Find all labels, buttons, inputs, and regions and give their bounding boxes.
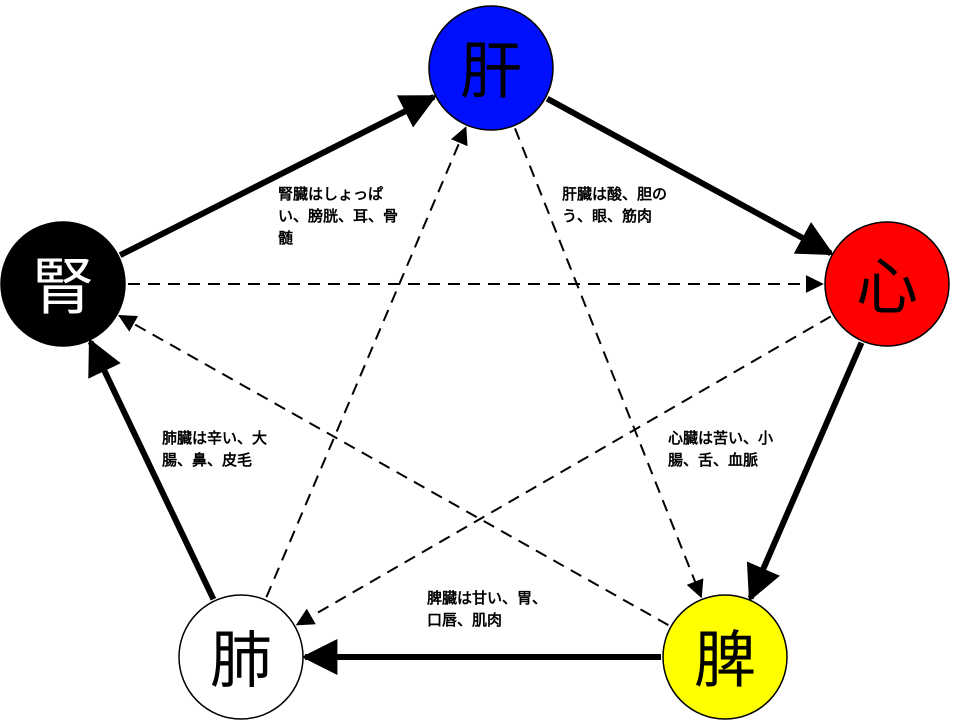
note-heart: 心臓は苦い、小腸、舌、血脈: [668, 429, 774, 469]
control-arrow-heart-to-lung: [295, 315, 832, 626]
control-arrow-liver-to-spleen: [514, 128, 704, 599]
node-kidney-circle: [0, 221, 126, 347]
node-lung: 肺: [178, 594, 304, 720]
node-spleen-circle: [662, 594, 788, 720]
cycle-arrow-heart-to-spleen: [746, 341, 865, 602]
note-spleen: 脾臓は甘い、胃、口唇、肌肉: [427, 589, 548, 629]
node-heart-circle: [824, 221, 950, 347]
cycle-arrow-kidney-to-liver: [118, 94, 438, 258]
node-spleen-label: 脾: [694, 624, 756, 697]
cycle-arrows: [87, 94, 865, 675]
node-lung-label: 肺: [210, 624, 272, 697]
node-heart-label: 心: [856, 251, 918, 324]
cycle-arrow-liver-to-heart: [545, 96, 834, 256]
node-liver: 肝: [428, 5, 554, 131]
node-liver-label: 肝: [460, 35, 522, 108]
node-kidney-label: 腎: [32, 251, 94, 324]
cycle-arrow-lung-to-kidney: [87, 338, 217, 601]
node-lung-circle: [178, 594, 304, 720]
node-kidney: 腎: [0, 221, 126, 347]
node-liver-circle: [428, 5, 554, 131]
organ-nodes: 肝心脾 肺 腎: [0, 5, 950, 720]
control-arrow-lung-to-liver: [265, 126, 468, 598]
note-lung: 肺臓は辛い、大腸、鼻、皮毛: [162, 429, 268, 469]
note-kidney: 腎臓はしょっぱい、膀胱、耳、骨髄: [278, 185, 399, 247]
control-arrow-spleen-to-kidney: [118, 315, 669, 626]
node-spleen: 脾: [662, 594, 788, 720]
node-heart: 心: [824, 221, 950, 347]
control-arrows: [118, 126, 832, 626]
note-liver: 肝臓は酸、胆のう、眼、筋肉: [562, 185, 668, 225]
